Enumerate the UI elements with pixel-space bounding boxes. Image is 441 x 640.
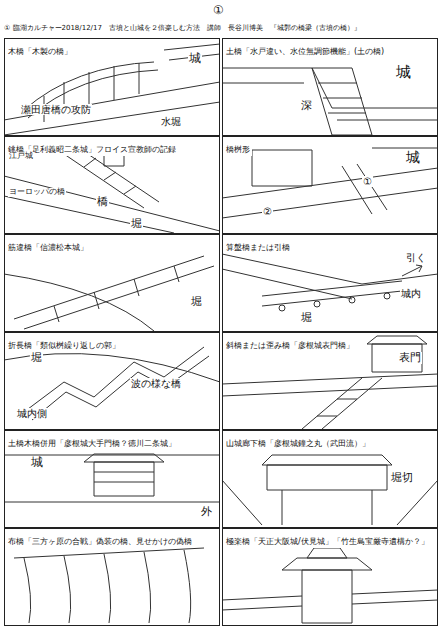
bridge-panel: 布橋「三方ヶ原の合戦」偽装の橋、見せかけの偽橋 [4, 528, 220, 626]
handwritten-note: 深 [300, 100, 313, 112]
handwritten-note: 堀 [190, 296, 203, 308]
handwritten-note: 城 [30, 456, 44, 469]
handwritten-note: 堀切 [390, 472, 414, 484]
sheet-title: ① 臨湖カルチャー2018/12/17 古墳と山城を２倍楽しむ方法 講師 長谷川… [4, 24, 437, 32]
bridge-panel: 土橋「水戸違い、水位無調節機能」(土の橋) [222, 38, 438, 136]
handwritten-note: 波の様な橋 [130, 378, 182, 389]
bridge-panel: 斜橋または歪み橋「彦根城表門橋」 [222, 332, 438, 430]
handwritten-note: 城内 [400, 288, 422, 299]
handwritten-note: ① [212, 4, 225, 17]
handwritten-note: 引く [405, 252, 427, 263]
handwritten-note: 城 [188, 52, 202, 65]
bridge-panel: 銚橋「足利義昭二条城」フロイス宣教師の記録 [4, 136, 220, 234]
handwritten-note: 城 [405, 150, 421, 165]
handwritten-note: 堀 [300, 312, 313, 324]
handwritten-note: 水堀 [160, 116, 182, 127]
panel-heading: 布橋「三方ヶ原の合戦」偽装の橋、見せかけの偽橋 [6, 536, 194, 548]
handwritten-note: 瀬田唐橋の攻防 [20, 104, 92, 115]
panel-heading: 橋桝形 [224, 144, 252, 156]
handwritten-note: 橋 [96, 196, 109, 208]
panel-heading: 筋違橋「信濃松本城」 [6, 242, 90, 254]
panel-heading: 山城廊下橋「彦根城鐘之丸（武田流）」 [224, 438, 372, 450]
handwritten-note: 江戸城 [8, 152, 34, 161]
handwritten-note: ② [262, 206, 273, 217]
handwritten-note: 堀 [30, 352, 43, 364]
handwritten-note: ヨーロッパの橋 [8, 188, 66, 197]
panel-heading: 木橋「木製の橋」 [6, 46, 74, 58]
panel-heading: 土橋「水戸違い、水位無調節機能」(土の橋) [224, 46, 386, 58]
handwritten-note: 表門 [398, 352, 422, 364]
panel-heading: 折長橋「類似桝繰り返しの郭」 [6, 340, 122, 352]
panel-heading: 土橋木橋併用「彦根城大手門橋？徳川二条城」 [6, 438, 178, 450]
panel-heading: 極楽橋「天正大阪城/伏見城」「竹生島宝厳寺遺構か？」 [224, 536, 431, 548]
handwritten-note: 城内側 [16, 408, 48, 419]
handwritten-note: 堀 [130, 218, 143, 230]
panel-heading: 斜橋または歪み橋「彦根城表門橋」 [224, 340, 356, 352]
handwritten-note: ① [362, 176, 373, 187]
bridge-panel: 筋違橋「信濃松本城」 [4, 234, 220, 332]
bridge-panel: 土橋木橋併用「彦根城大手門橋？徳川二条城」 [4, 430, 220, 528]
handwritten-note: 城 [395, 64, 412, 81]
bridge-panel: 極楽橋「天正大阪城/伏見城」「竹生島宝厳寺遺構か？」 [222, 528, 438, 626]
handwritten-note: 外 [200, 506, 213, 518]
panel-heading: 算盤橋または引橋 [224, 242, 292, 254]
bridge-panel: 算盤橋または引橋 [222, 234, 438, 332]
